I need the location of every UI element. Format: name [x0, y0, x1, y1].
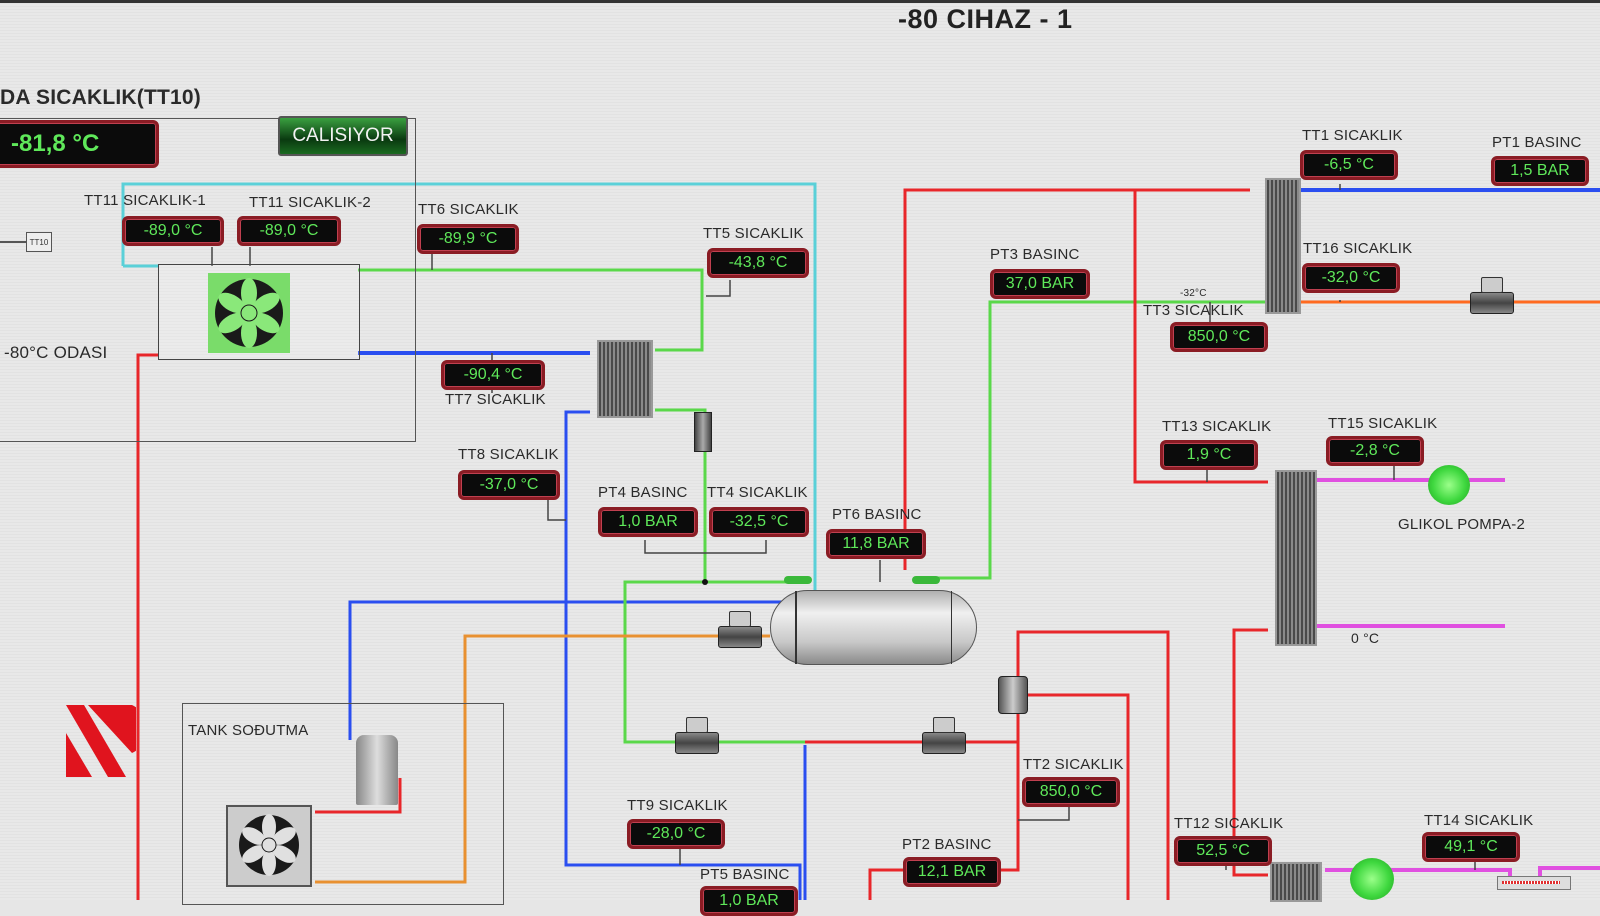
heat-exchanger-glycol[interactable] [1275, 470, 1317, 646]
sensor-display-tt13: 1,9 °C [1160, 440, 1258, 470]
sensor-label-tt11-2: TT11 SICAKLIK-2 [249, 194, 371, 211]
sensor-label-tt5: TT5 SICAKLIK [703, 225, 804, 242]
receiver-tank[interactable] [770, 590, 977, 665]
sensor-display-pt3: 37,0 BAR [990, 269, 1090, 299]
sensor-label-tt1: TT1 SICAKLIK [1302, 127, 1403, 144]
sensor-label-tt3: TT3 SICAKLIK [1143, 302, 1244, 319]
sensor-label-tt6: TT6 SICAKLIK [418, 201, 519, 218]
room-temp-display: -81,8 °C [0, 120, 159, 168]
pipe-junction [702, 579, 708, 585]
sensor-label-tt14: TT14 SICAKLIK [1424, 812, 1534, 829]
heat-exchanger-bottom[interactable] [1270, 862, 1322, 902]
sensor-display-tt1: -6,5 °C [1300, 150, 1398, 180]
heat-exchanger-condenser[interactable] [1265, 178, 1301, 314]
water-pipe [315, 634, 770, 884]
sensor-display-pt5: 1,0 BAR [700, 886, 798, 916]
sensor-display-pt1: 1,5 BAR [1491, 156, 1589, 186]
cold-pipe [564, 410, 802, 900]
sensor-display-tt8: -37,0 °C [458, 470, 560, 500]
sensor-label-pt3: PT3 BASINC [990, 246, 1080, 263]
solenoid-valve-3[interactable] [922, 717, 966, 754]
suction-pipe [358, 268, 704, 352]
hot-pipe [1133, 190, 1268, 484]
sensor-label-tt4: TT4 SICAKLIK [707, 484, 808, 501]
sensor-label-tt2: TT2 SICAKLIK [1023, 756, 1124, 773]
hot-pipe [136, 353, 158, 900]
sensor-display-tt16: -32,0 °C [1302, 263, 1400, 293]
tt3-setpoint-note: -32°C [1180, 288, 1207, 299]
sensor-lead [0, 241, 26, 243]
sensor-display-tt11-2: -89,0 °C [237, 216, 341, 246]
sensor-display-tt4: -32,5 °C [709, 507, 809, 537]
sensor-display-pt6: 11,8 BAR [826, 529, 926, 559]
sensor-display-tt5: -43,8 °C [707, 248, 809, 278]
expansion-valve[interactable] [694, 412, 712, 452]
glycol-pump-2[interactable] [1428, 465, 1470, 505]
suction-pipe [918, 300, 1265, 580]
sensor-display-tt11-1: -89,0 °C [122, 216, 224, 246]
sensor-label-tt13: TT13 SICAKLIK [1162, 418, 1272, 435]
tank-cooling-fan[interactable] [226, 805, 312, 887]
sensor-label-pt2: PT2 BASINC [902, 836, 992, 853]
sensor-label-tt8: TT8 SICAKLIK [458, 446, 559, 463]
sensor-display-tt6: -89,9 °C [417, 224, 519, 254]
sensor-display-tt9: -28,0 °C [627, 819, 725, 849]
sensor-display-tt2: 850,0 °C [1022, 777, 1120, 807]
sensor-label-tt7: TT7 SICAKLIK [445, 391, 546, 408]
room-temp-label: DA SICAKLIK(TT10) [0, 86, 201, 109]
sensor-display-pt2: 12,1 BAR [903, 857, 1001, 887]
water-valve[interactable] [1470, 277, 1514, 314]
company-logo [66, 705, 136, 777]
sensor-display-tt12: 52,5 °C [1174, 836, 1272, 866]
cold-room-frame [0, 118, 416, 442]
fan-icon [215, 278, 283, 348]
sensor-display-tt14: 49,1 °C [1422, 832, 1520, 862]
screen-bezel [0, 0, 1600, 3]
hot-pipe [315, 778, 402, 814]
room-name-label: -80°C ODASI [4, 343, 108, 362]
fan-icon [239, 814, 299, 876]
sensor-display-tt15: -2,8 °C [1326, 436, 1424, 466]
sensor-label-tt15: TT15 SICAKLIK [1328, 415, 1438, 432]
sensor-label-tt9: TT9 SICAKLIK [627, 797, 728, 814]
status-button-running[interactable]: CALISIYOR [278, 116, 408, 156]
sensor-display-tt3: 850,0 °C [1170, 322, 1268, 352]
three-way-valve[interactable] [998, 676, 1028, 714]
glycol-pump-1[interactable] [1350, 858, 1394, 900]
cold-pipe [348, 600, 784, 740]
evaporator-fan[interactable] [208, 273, 290, 353]
solenoid-valve-2[interactable] [675, 717, 719, 754]
solenoid-valve-1[interactable] [718, 611, 762, 648]
sensor-label-tt16: TT16 SICAKLIK [1303, 240, 1413, 257]
sensor-label-pt4: PT4 BASINC [598, 484, 688, 501]
suction-pipe [623, 408, 805, 744]
glycol-return-temp: 0 °C [1351, 630, 1380, 646]
hot-pipe [1018, 693, 1130, 900]
sensor-label-pt1: PT1 BASINC [1492, 134, 1582, 151]
sensor-label-pt6: PT6 BASINC [832, 506, 922, 523]
tank-valve-2[interactable] [912, 576, 940, 584]
sensor-display-tt7: -90,4 °C [441, 360, 545, 390]
tank-valve-1[interactable] [784, 576, 812, 584]
chiller-pump[interactable] [356, 735, 398, 805]
glycol-pump-label: GLIKOL POMPA-2 [1398, 516, 1526, 533]
sensor-display-pt4: 1,0 BAR [598, 507, 698, 537]
tt10-sensor-tag[interactable]: TT10 [26, 232, 52, 252]
sensor-label-tt11-1: TT11 SICAKLIK-1 [84, 192, 206, 209]
page-title: -80 CIHAZ - 1 [898, 4, 1073, 34]
tank-cooling-label: TANK SOĐUTMA [188, 722, 309, 739]
sensor-label-tt12: TT12 SICAKLIK [1174, 815, 1284, 832]
flow-meter[interactable] [1497, 876, 1571, 890]
heat-exchanger-hx1[interactable] [597, 340, 653, 418]
sensor-label-pt5: PT5 BASINC [700, 866, 790, 883]
hot-pipe [1232, 628, 1268, 877]
